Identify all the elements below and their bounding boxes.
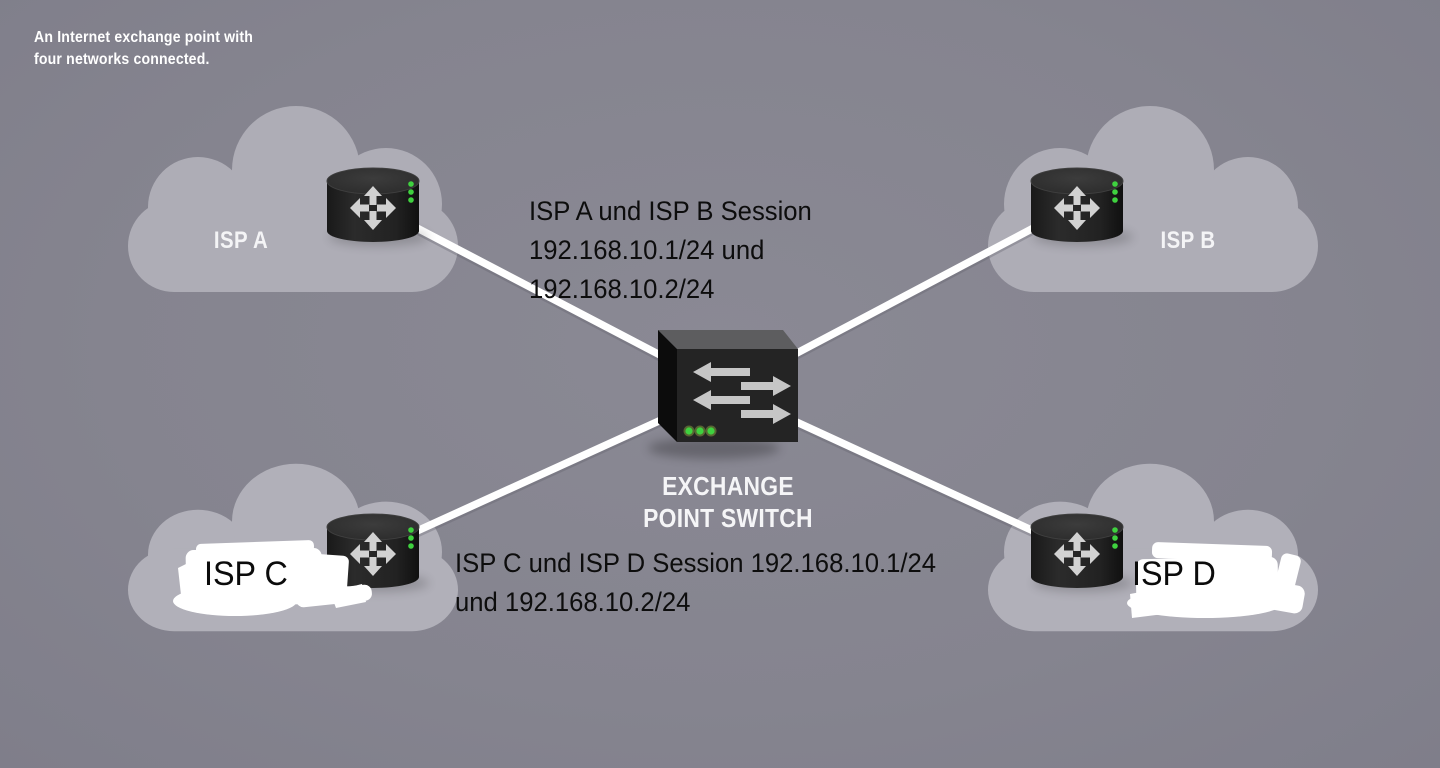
- diagram-caption: An Internet exchange point with four netw…: [34, 27, 253, 71]
- session-annotation-ab: ISP A und ISP B Session 192.168.10.1/24 u…: [529, 192, 812, 309]
- exchange-point-switch: [648, 330, 798, 459]
- session-ab-line-2: 192.168.10.1/24 und: [529, 235, 765, 265]
- isp-a-label: ISP A: [213, 227, 269, 254]
- whiteout-scribble-isp-c: [173, 540, 372, 616]
- switch-label-line-1: EXCHANGE: [662, 471, 794, 501]
- caption-line-2: four networks connected.: [34, 51, 210, 68]
- switch-arrows-icon: [693, 362, 791, 424]
- router-isp-b: [1031, 168, 1133, 246]
- session-annotation-cd: ISP C und ISP D Session 192.168.10.1/24 u…: [455, 544, 936, 622]
- isp-c-label: ISP C: [204, 555, 288, 593]
- session-ab-line-1: ISP A und ISP B Session: [529, 196, 812, 226]
- switch-led-icon: [683, 425, 717, 437]
- session-ab-line-3: 192.168.10.2/24: [529, 274, 715, 304]
- router-isp-a: [327, 168, 429, 246]
- session-cd-line-1: ISP C und ISP D Session 192.168.10.1/24: [455, 548, 937, 578]
- isp-b-label: ISP B: [1160, 227, 1216, 254]
- isp-d-label: ISP D: [1132, 555, 1216, 593]
- router-isp-d: [1031, 514, 1133, 592]
- caption-line-1: An Internet exchange point with: [34, 29, 254, 46]
- session-cd-line-2: und 192.168.10.2/24: [455, 587, 691, 617]
- switch-label-line-2: POINT SWITCH: [643, 503, 813, 533]
- whiteout-scribble-isp-d: [1127, 542, 1305, 618]
